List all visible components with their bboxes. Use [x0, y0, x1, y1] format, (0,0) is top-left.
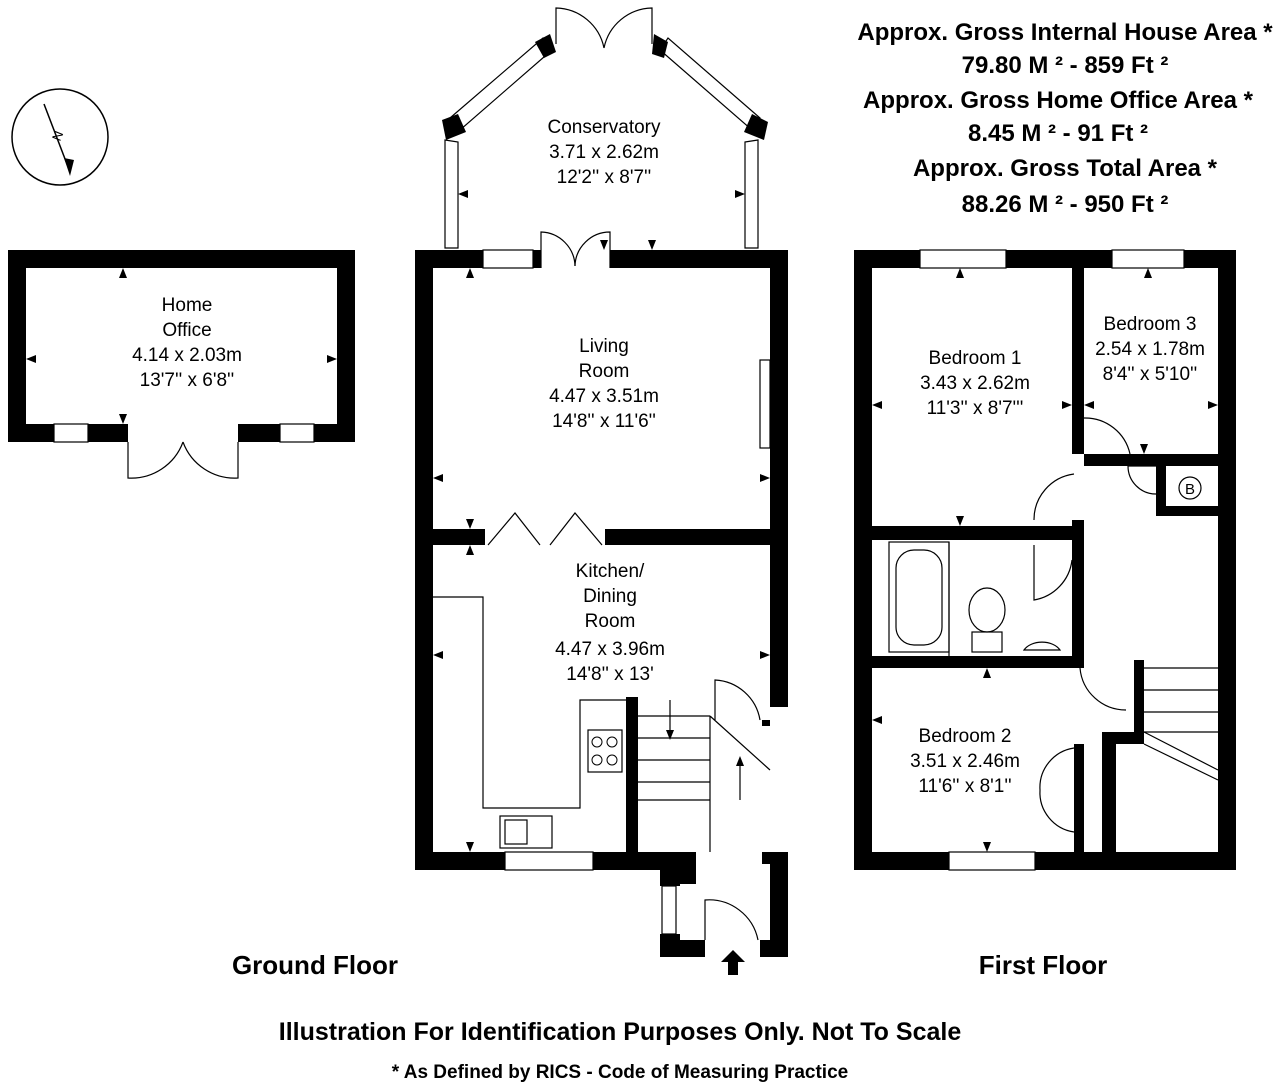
bedroom3-imperial: 8'4'' x 5'10''	[1103, 364, 1198, 385]
conservatory-metric: 3.71 x 2.62m	[549, 142, 659, 163]
home-office-plan: Home Office 4.14 x 2.03m 13'7'' x 6'8''	[8, 250, 355, 479]
rics-note-text: * As Defined by RICS - Code of Measuring…	[392, 1062, 848, 1083]
gross-home-office-area-label: Approx. Gross Home Office Area *	[863, 87, 1254, 114]
bedroom3-name: Bedroom 3	[1104, 314, 1197, 335]
home-office-metric: 4.14 x 2.03m	[132, 345, 242, 366]
disclaimer-text: Illustration For Identification Purposes…	[279, 1018, 962, 1046]
gross-internal-house-area-value: 79.80 M ² - 859 Ft ²	[962, 52, 1169, 79]
bedroom1-metric: 3.43 x 2.62m	[920, 373, 1030, 394]
home-office-name-2: Office	[162, 320, 211, 341]
bedroom3-metric: 2.54 x 1.78m	[1095, 339, 1205, 360]
first-floor-plan: B Bedroom 1	[854, 249, 1236, 871]
kitchen-name-2: Dining	[583, 586, 637, 607]
conservatory-name: Conservatory	[548, 117, 661, 138]
living-room-metric: 4.47 x 3.51m	[549, 386, 659, 407]
bedroom1-name: Bedroom 1	[929, 348, 1022, 369]
first-floor-label: First Floor	[979, 950, 1108, 980]
boiler-label: B	[1185, 481, 1195, 498]
kitchen-metric: 4.47 x 3.96m	[555, 639, 665, 660]
compass-north-letter: N	[49, 129, 66, 143]
gross-internal-house-area-label: Approx. Gross Internal House Area *	[857, 19, 1273, 46]
living-room-imperial: 14'8'' x 11'6''	[552, 411, 656, 432]
area-summary: Approx. Gross Internal House Area * 79.8…	[857, 19, 1273, 218]
home-office-imperial: 13'7'' x 6'8''	[140, 370, 235, 391]
north-compass-icon: N	[11, 88, 109, 186]
conservatory-imperial: 12'2'' x 8'7''	[557, 167, 652, 188]
gross-total-area-label: Approx. Gross Total Area *	[913, 155, 1218, 182]
living-room-name-1: Living	[579, 336, 629, 357]
ground-floor-label: Ground Floor	[232, 950, 398, 980]
bedroom2-imperial: 11'6'' x 8'1''	[918, 776, 1011, 797]
kitchen-name-1: Kitchen/	[576, 561, 645, 582]
bedroom1-imperial: 11'3'' x 8'7'''	[927, 398, 1024, 419]
kitchen-imperial: 14'8'' x 13'	[566, 664, 653, 685]
living-room-name-2: Room	[579, 361, 630, 382]
ground-floor-plan: Conservatory 3.71 x 2.62m 12'2'' x 8'7''	[415, 7, 788, 975]
gross-total-area-value: 88.26 M ² - 950 Ft ²	[962, 191, 1169, 218]
home-office-name-1: Home	[162, 295, 213, 316]
kitchen-name-3: Room	[585, 611, 636, 632]
gross-home-office-area-value: 8.45 M ² - 91 Ft ²	[968, 120, 1148, 147]
bedroom2-metric: 3.51 x 2.46m	[910, 751, 1020, 772]
bedroom2-name: Bedroom 2	[919, 726, 1012, 747]
